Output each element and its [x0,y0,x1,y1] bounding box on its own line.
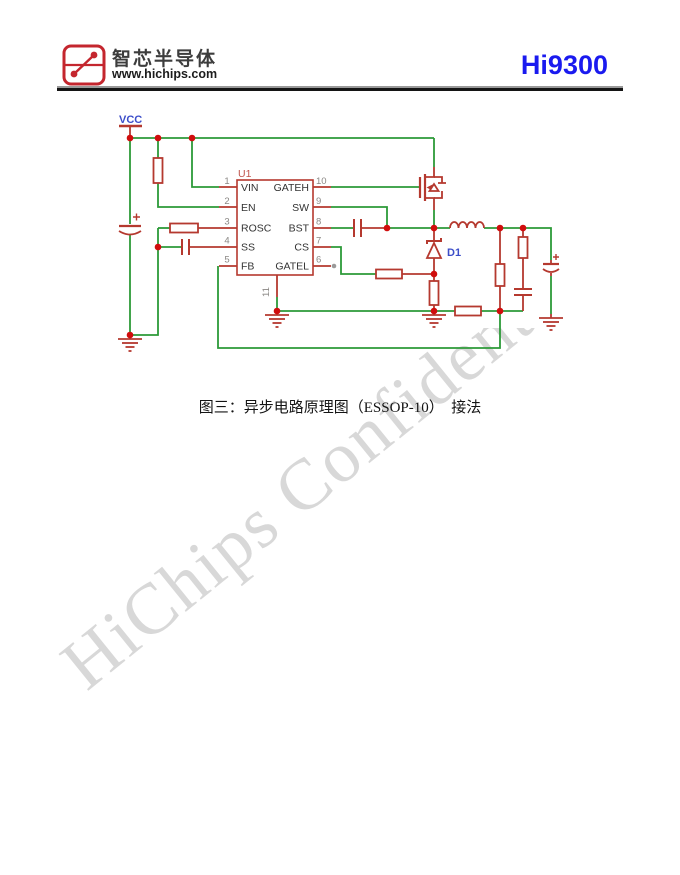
pin-num-5: 5 [224,255,229,266]
diode-d1 [425,228,443,274]
bst-capacitor [353,219,387,237]
diode-label: D1 [447,247,461,259]
pin-name-en: EN [241,202,256,214]
company-website: www.hichips.com [112,67,218,81]
pin-num-10: 10 [316,176,327,187]
header-divider-black [57,88,623,91]
ss-capacitor [181,239,219,255]
circuit-route-icon [62,44,106,86]
pin-name-vin: VIN [241,182,259,194]
pin-names: VIN EN ROSC SS FB GATEH SW BST CS GATEL [241,182,310,273]
ic-refdes: U1 [238,168,252,180]
pin-num-3: 3 [224,217,229,228]
net-labels: VCC D1 [119,114,461,259]
pin-num-4: 4 [224,236,229,247]
pin-name-sw: SW [292,202,309,214]
part-number: Hi9300 [520,50,608,80]
rosc-resistor [169,222,219,234]
pin-name-cs: CS [294,242,309,254]
header-divider-gray [57,86,623,88]
pin-name-gateh: GATEH [274,182,309,194]
input-capacitor [118,213,142,236]
fb-lower-resistor [454,305,482,317]
pin-num-6: 6 [316,255,321,266]
pin-name-bst: BST [289,223,310,235]
header: 智芯半导体 www.hichips.com Hi9300 [0,0,680,96]
pin-num-11: 11 [261,287,272,297]
pin-name-gatel: GATEL [275,261,309,273]
cs-resistor [375,268,434,280]
refdes-labels: U1 [238,168,252,180]
pin-name-ss: SS [241,242,255,254]
figure-caption: 图三：异步电路原理图（ESSOP-10） 接法 [198,400,482,416]
pin-num-1: 1 [224,176,229,187]
pin-num-8: 8 [316,217,321,228]
mosfet [418,167,446,210]
components [117,124,564,352]
wires [129,137,552,349]
ground-symbols [117,310,564,352]
pin-num-9: 9 [316,196,321,207]
pin-num-7: 7 [316,236,321,247]
company-name: 智芯半导体 [112,49,218,70]
no-connect-dot [331,263,337,269]
pin-num-2: 2 [224,196,229,207]
en-pullup-resistor [152,157,164,184]
ic-pin-stubs [219,186,331,297]
pin-name-rosc: ROSC [241,223,272,235]
company-logo [62,44,106,86]
pin-name-fb: FB [241,261,254,273]
pin-numbers: 1 2 3 4 5 10 9 8 7 6 11 [224,176,326,297]
vcc-label: VCC [119,114,142,126]
fb-upper-resistor [494,228,506,311]
junction-dots [126,134,527,339]
inductor [449,221,485,229]
compensation-network [514,228,532,311]
output-capacitor [542,254,560,276]
sense-resistor [428,274,440,311]
